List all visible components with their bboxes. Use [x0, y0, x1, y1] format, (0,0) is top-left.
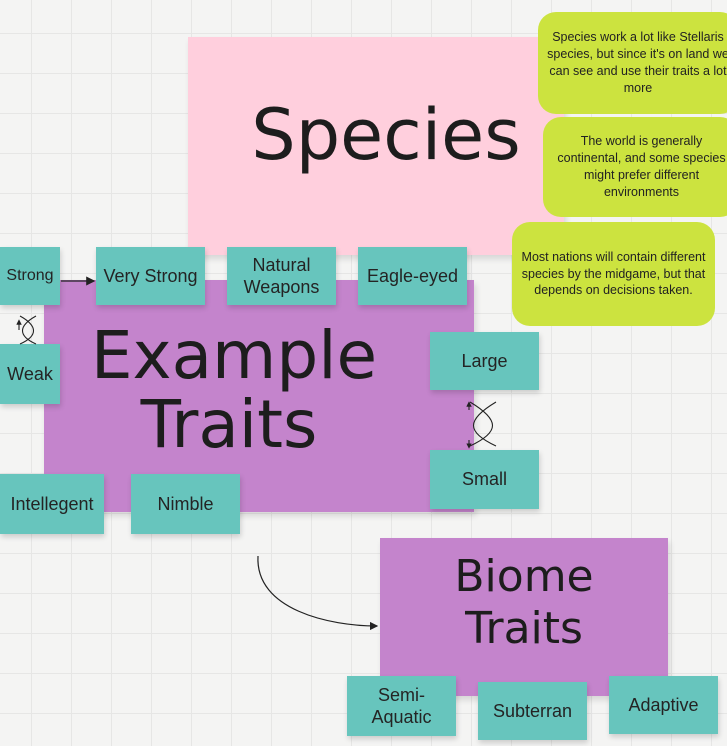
- info-note-world[interactable]: The world is generally continental, and …: [543, 117, 727, 217]
- trait-natural-weapons-label-line2: Weapons: [243, 277, 320, 297]
- example-traits-note[interactable]: Example Traits: [44, 280, 474, 512]
- arrow-strong-weak-swap-1[interactable]: [19, 315, 35, 345]
- info-note-world-text: The world is generally continental, and …: [557, 134, 726, 199]
- trait-large-label: Large: [461, 350, 508, 371]
- info-note-nations[interactable]: Most nations will contain different spec…: [512, 222, 715, 326]
- info-note-species-text: Species work a lot like Stellaris specie…: [547, 30, 727, 95]
- trait-natural-weapons[interactable]: Natural Weapons: [227, 247, 336, 305]
- species-note[interactable]: Species: [188, 37, 564, 255]
- info-note-nations-text: Most nations will contain different spec…: [521, 249, 706, 298]
- info-note-species[interactable]: Species work a lot like Stellaris specie…: [538, 12, 727, 114]
- biome-traits-note[interactable]: Biome Traits: [380, 538, 668, 696]
- arrow-example-to-biome[interactable]: [257, 555, 379, 631]
- trait-small[interactable]: Small: [430, 450, 539, 509]
- arrow-large-small-swap-2[interactable]: [473, 401, 497, 447]
- trait-eagle-eyed-label: Eagle-eyed: [366, 265, 459, 286]
- biome-adaptive[interactable]: Adaptive: [609, 676, 718, 734]
- trait-large[interactable]: Large: [430, 332, 539, 390]
- example-traits-title-line1: Example: [90, 316, 378, 394]
- trait-intellegent-label: Intellegent: [10, 493, 94, 514]
- trait-nimble-label: Nimble: [157, 493, 214, 514]
- biome-semi-aquatic-label-line1: Semi-: [377, 684, 425, 705]
- biome-subterran-label: Subterran: [492, 700, 573, 721]
- trait-strong-label: Strong: [6, 267, 54, 284]
- trait-intellegent[interactable]: Intellegent: [0, 474, 104, 534]
- trait-natural-weapons-label-line1: Natural: [252, 254, 311, 275]
- trait-weak[interactable]: Weak: [0, 344, 60, 404]
- biome-traits-title-line1: Biome: [454, 550, 594, 602]
- biome-adaptive-label: Adaptive: [628, 694, 699, 715]
- biome-subterran[interactable]: Subterran: [478, 682, 587, 740]
- species-title: Species: [251, 94, 521, 177]
- trait-eagle-eyed[interactable]: Eagle-eyed: [358, 247, 467, 305]
- biome-semi-aquatic-label-line2: Aquatic: [371, 707, 432, 727]
- biome-traits-title-line2: Traits: [465, 603, 583, 654]
- trait-nimble[interactable]: Nimble: [131, 474, 240, 534]
- biome-semi-aquatic[interactable]: Semi- Aquatic: [347, 676, 456, 736]
- trait-small-label: Small: [461, 469, 507, 490]
- arrow-strong-weak-swap-2[interactable]: [21, 315, 37, 345]
- trait-very-strong-label: Very Strong: [103, 265, 198, 286]
- example-traits-title-line2: Traits: [140, 386, 318, 463]
- trait-weak-label: Weak: [7, 363, 53, 384]
- trait-very-strong[interactable]: Very Strong: [96, 247, 205, 305]
- trait-strong[interactable]: Strong: [0, 247, 60, 305]
